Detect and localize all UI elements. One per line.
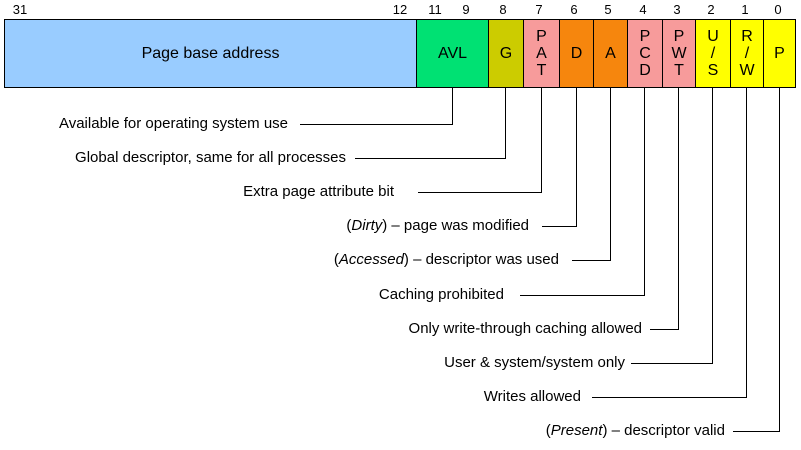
annotation-present: (Present) – descriptor valid (546, 421, 725, 441)
bit-label-7: 7 (535, 2, 543, 17)
annotation-text: ) – page was modified (382, 217, 529, 234)
annotation-avl: Available for operating system use (59, 114, 288, 134)
field-pcd: P C D (627, 19, 663, 88)
annotation-dirty: (Dirty) – page was modified (346, 216, 529, 236)
connector-pwt (650, 87, 679, 330)
annotation-pcd: Caching prohibited (379, 285, 504, 305)
connector-d (542, 87, 577, 227)
field-a: A (593, 19, 628, 88)
bit-label-11: 11 (428, 2, 442, 17)
connector-g (355, 87, 506, 159)
annotation-italic: Accessed (338, 251, 404, 268)
bit-label-1: 1 (741, 2, 749, 17)
field-label: P A T (536, 28, 547, 79)
field-us: U / S (695, 19, 731, 88)
field-label: D (570, 45, 583, 62)
annotation-text: Available for operating system use (58, 115, 288, 132)
field-page-base-address: Page base address (4, 19, 417, 88)
connector-p (733, 87, 780, 432)
connector-pat (418, 87, 542, 193)
field-p: P (763, 19, 796, 88)
bit-label-2: 2 (707, 2, 715, 17)
annotation-text: Caching prohibited (378, 286, 504, 303)
field-label: P W T (671, 28, 687, 79)
annotation-text: ( (333, 251, 339, 268)
field-g: G (488, 19, 524, 88)
bit-label-31: 31 (12, 2, 28, 17)
connector-us (631, 87, 713, 364)
annotation-text: Only write-through caching allowed (408, 320, 642, 337)
annotation-italic: Dirty (351, 217, 383, 234)
annotation-g: Global descriptor, same for all processe… (75, 148, 346, 168)
annotation-text: ( (545, 422, 551, 439)
field-pwt: P W T (662, 19, 696, 88)
annotation-rw: Writes allowed (484, 387, 581, 407)
bit-label-5: 5 (604, 2, 612, 17)
field-label: U / S (707, 28, 719, 79)
annotation-text: ) – descriptor valid (602, 422, 725, 439)
annotation-text: ( (346, 217, 352, 234)
annotation-text: ) – descriptor was used (403, 251, 559, 268)
field-label: A (605, 45, 616, 62)
annotation-text: Global descriptor, same for all processe… (75, 149, 346, 166)
annotation-pat: Extra page attribute bit (243, 182, 394, 202)
bit-label-0: 0 (774, 2, 782, 17)
annotation-text: User & system/system only (444, 354, 625, 371)
field-label: P C D (639, 28, 651, 79)
annotation-text: Extra page attribute bit (243, 183, 394, 200)
bit-label-3: 3 (673, 2, 681, 17)
field-d: D (559, 19, 594, 88)
bit-label-4: 4 (639, 2, 647, 17)
annotation-italic: Present (550, 422, 603, 439)
field-label: AVL (437, 45, 468, 62)
field-label: G (499, 45, 513, 62)
annotation-text: Writes allowed (483, 388, 581, 405)
annotation-accessed: (Accessed) – descriptor was used (334, 250, 559, 270)
connector-avl (300, 87, 453, 125)
field-label: R / W (739, 28, 755, 79)
connector-a (572, 87, 611, 261)
field-rw: R / W (730, 19, 764, 88)
bit-label-8: 8 (499, 2, 507, 17)
field-pat: P A T (523, 19, 560, 88)
bit-label-9: 9 (462, 2, 470, 17)
field-label: Page base address (141, 45, 280, 62)
field-avl: AVL (416, 19, 489, 88)
connector-rw (592, 87, 747, 398)
annotation-us: User & system/system only (444, 353, 625, 373)
annotation-pwt: Only write-through caching allowed (409, 319, 642, 339)
bit-label-6: 6 (570, 2, 578, 17)
bit-label-12: 12 (392, 2, 408, 17)
field-label: P (774, 45, 785, 62)
